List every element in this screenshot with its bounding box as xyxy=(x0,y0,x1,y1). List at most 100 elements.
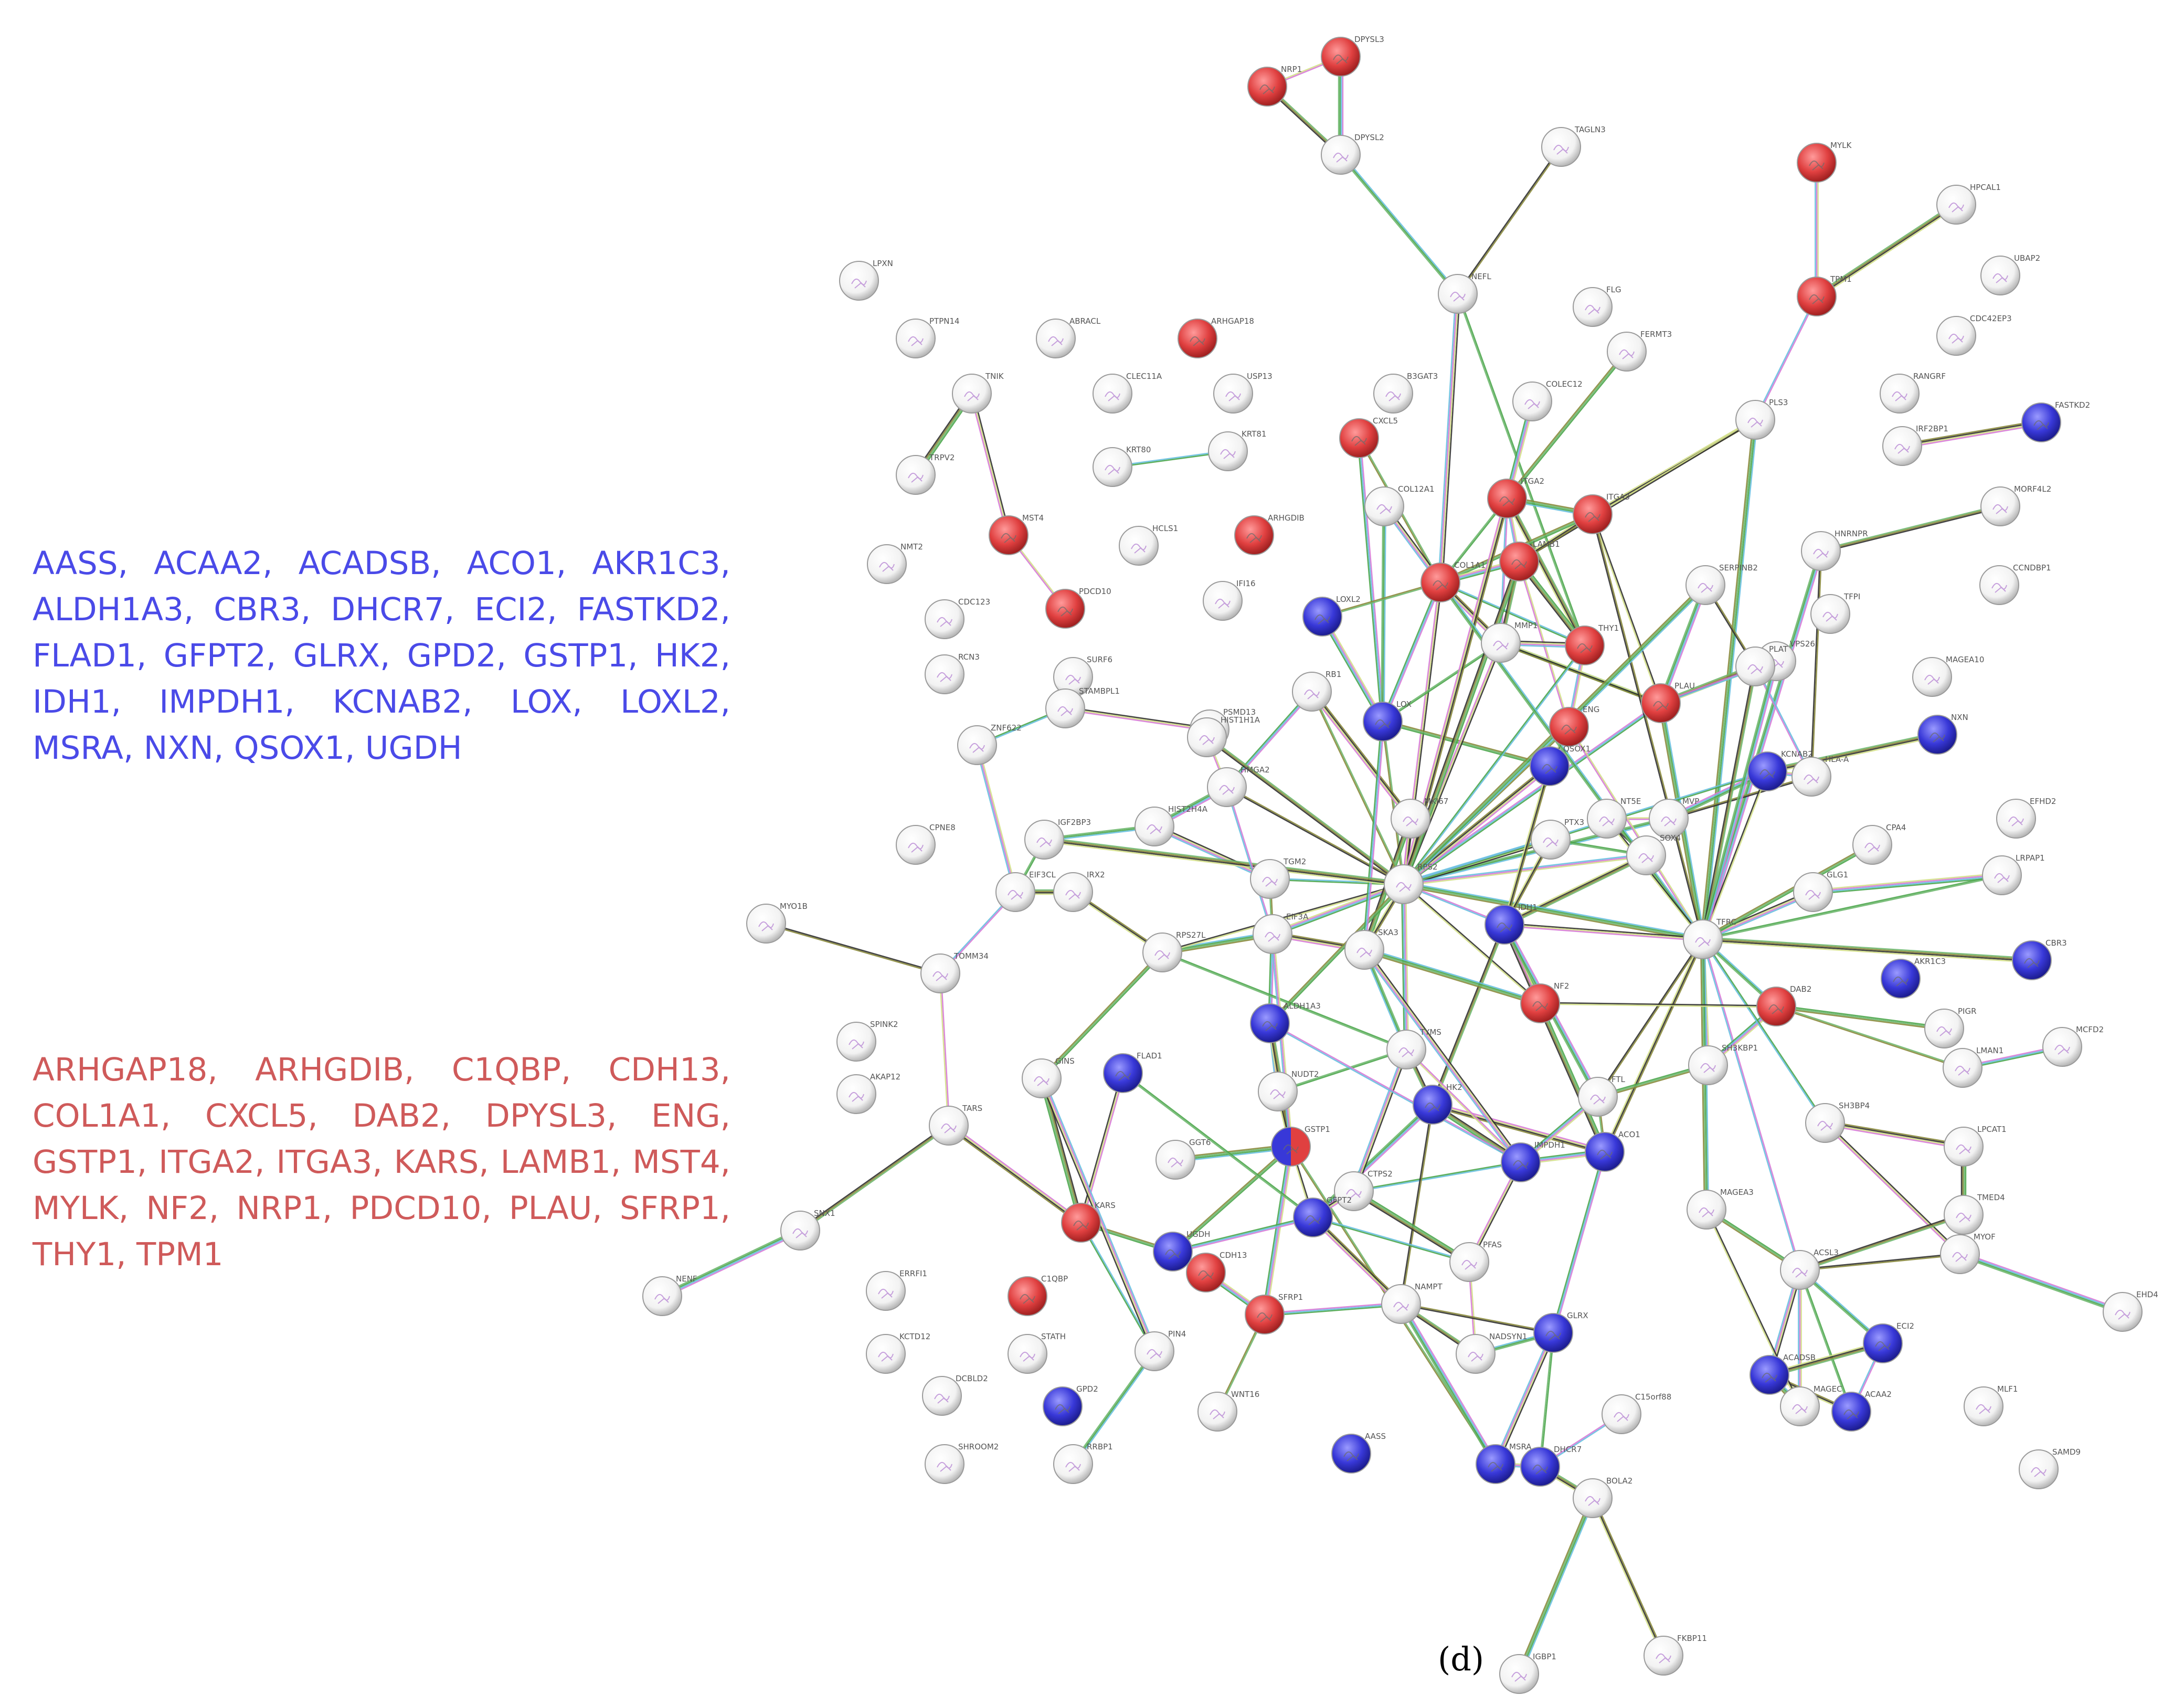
interaction-edge xyxy=(1398,1302,1498,1466)
protein-structure-icon xyxy=(1385,391,1401,401)
protein-node: SERPINB2 xyxy=(1685,563,1758,605)
protein-node: SURF6 xyxy=(1053,655,1112,697)
gene-label: QSOX1, xyxy=(234,729,355,767)
protein-node-label: GFPT2 xyxy=(1327,1195,1352,1205)
gene-label: ALDH1A3, xyxy=(33,591,194,628)
protein-node: RRBP1 xyxy=(1053,1442,1113,1484)
protein-node: TARS xyxy=(929,1104,982,1146)
interaction-edge xyxy=(1038,1077,1084,1224)
protein-node: NUDT2 xyxy=(1258,1069,1319,1111)
protein-structure-icon xyxy=(1055,1404,1070,1414)
protein-node-label: LMAN1 xyxy=(1976,1046,2003,1055)
protein-node-label: TNIK xyxy=(985,372,1004,381)
protein-node: TRPV2 xyxy=(896,453,955,495)
gene-label: ACADSB, xyxy=(298,545,441,582)
protein-node: SOX4 xyxy=(1626,833,1681,875)
protein-node: RCN3 xyxy=(925,652,980,694)
protein-structure-icon xyxy=(1246,533,1262,543)
protein-structure-icon xyxy=(937,672,952,682)
protein-node-label: SHROOM2 xyxy=(958,1442,999,1451)
protein-node-label: HIST2H4A xyxy=(1168,804,1208,814)
protein-structure-icon xyxy=(1057,706,1073,716)
protein-structure-icon xyxy=(1198,1270,1214,1280)
protein-node-label: SFRP1 xyxy=(1278,1292,1303,1302)
protein-node: B3GAT3 xyxy=(1373,372,1438,414)
protein-node-label: LAMB1 xyxy=(1533,539,1560,549)
protein-structure-icon xyxy=(1894,443,1910,454)
protein-node-label: IGF2BP3 xyxy=(1058,818,1091,827)
protein-structure-icon xyxy=(1936,1026,1952,1036)
protein-structure-icon xyxy=(1542,764,1557,774)
protein-node-label: SURF6 xyxy=(1087,655,1112,664)
protein-node-label: LPXN xyxy=(873,259,893,268)
protein-structure-icon xyxy=(1585,304,1600,315)
protein-structure-icon xyxy=(1220,449,1236,459)
interaction-edge xyxy=(766,922,941,975)
interaction-edge xyxy=(1339,153,1459,295)
protein-structure-icon xyxy=(758,921,774,931)
protein-structure-icon xyxy=(1614,1412,1629,1422)
protein-node-label: ACSL3 xyxy=(1814,1248,1839,1257)
protein-node: SHROOM2 xyxy=(925,1442,999,1484)
interaction-edge xyxy=(1500,641,1662,705)
protein-node-label: IRX2 xyxy=(1087,870,1105,880)
protein-structure-icon xyxy=(2008,816,2024,826)
gene-label: GLRX, xyxy=(293,637,390,674)
protein-node-label: CTPS2 xyxy=(1367,1169,1393,1179)
interaction-edge xyxy=(970,393,1011,536)
gene-label: DHCR7, xyxy=(331,591,455,628)
protein-structure-icon xyxy=(1991,582,2007,593)
protein-structure-icon xyxy=(964,391,980,401)
interaction-edge xyxy=(1810,550,1822,777)
protein-node-label: GLG1 xyxy=(1827,870,1848,880)
protein-node-label: SAMD9 xyxy=(2052,1447,2081,1457)
protein-node: IGBP1 xyxy=(1499,1652,1556,1694)
protein-node-label: MKI67 xyxy=(1424,797,1448,806)
protein-node-label: DPYSL3 xyxy=(1354,35,1384,44)
protein-node: AKR1C3 xyxy=(1881,957,1946,999)
protein-node-label: EIF3A xyxy=(1286,912,1309,921)
interaction-edge xyxy=(1456,293,1586,646)
protein-node-label: LRPAP1 xyxy=(2016,853,2045,863)
protein-structure-icon xyxy=(1638,853,1654,863)
protein-structure-icon xyxy=(1843,1409,1859,1419)
protein-structure-icon xyxy=(1425,1102,1440,1112)
protein-node: SPINK2 xyxy=(836,1020,898,1062)
protein-node: PTX3 xyxy=(1531,818,1584,860)
protein-structure-icon xyxy=(1375,719,1391,729)
protein-node: DCBLD2 xyxy=(922,1374,988,1416)
protein-node-label: CDC123 xyxy=(958,597,990,607)
protein-node: COLEC12 xyxy=(1512,379,1583,421)
protein-structure-icon xyxy=(1259,84,1275,94)
interaction-edge xyxy=(1591,1497,1666,1657)
protein-node: RANGRF xyxy=(1880,372,1946,414)
protein-node: IGF2BP3 xyxy=(1024,818,1091,860)
gene-label: AKR1C3, xyxy=(592,545,731,582)
interaction-edge xyxy=(1351,1048,1409,1192)
protein-structure-icon xyxy=(1864,842,1880,853)
protein-structure-icon xyxy=(849,1039,864,1050)
protein-node: ITGA3 xyxy=(1573,492,1630,534)
gene-label: GPD2, xyxy=(407,637,507,674)
protein-node-label: KCTD12 xyxy=(899,1332,930,1341)
protein-node: DPYSL3 xyxy=(1321,35,1384,77)
protein-node-label: FLG xyxy=(1606,285,1621,294)
protein-structure-icon xyxy=(1699,1207,1714,1217)
protein-node: RPS27L xyxy=(1142,930,1206,972)
protein-node: MORF4L2 xyxy=(1980,484,2051,526)
protein-node: TPM1 xyxy=(1797,274,1852,316)
protein-node-label: ITGA3 xyxy=(1606,492,1630,502)
protein-structure-icon xyxy=(1955,1065,1970,1076)
protein-node: DHCR7 xyxy=(1520,1445,1582,1487)
protein-structure-icon xyxy=(1036,837,1052,847)
gene-label: LAMB1, xyxy=(500,1143,621,1181)
protein-node: MSRA xyxy=(1476,1442,1532,1484)
protein-structure-icon xyxy=(849,1092,864,1102)
protein-node-label: IFI16 xyxy=(1236,579,1256,588)
protein-node-label: RANGRF xyxy=(1913,372,1946,381)
protein-node-label: NXN xyxy=(1951,713,1968,722)
protein-node-label: MYO1B xyxy=(780,902,808,911)
protein-structure-icon xyxy=(908,472,924,483)
protein-node-label: SERPINB2 xyxy=(1719,563,1758,573)
gene-label: CBR3, xyxy=(214,591,311,628)
